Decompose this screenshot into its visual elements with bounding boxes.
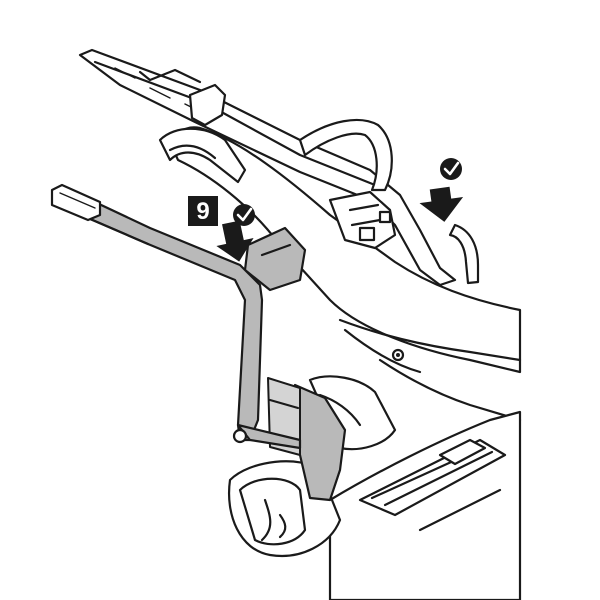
- rear-fairing: [328, 410, 522, 600]
- grab-handle: [158, 127, 247, 184]
- step-number-badge: 9: [188, 196, 218, 226]
- seat-base: [228, 375, 397, 558]
- check-circle-icon: [440, 158, 462, 180]
- side-carrier-frame: [50, 183, 302, 450]
- mounting-plates: [243, 226, 347, 502]
- top-rack: [78, 48, 480, 287]
- step-number: 9: [196, 198, 209, 225]
- down-arrow-icon: [419, 186, 464, 222]
- check-circle-icon: [233, 204, 255, 226]
- down-arrow-icon: [216, 220, 254, 262]
